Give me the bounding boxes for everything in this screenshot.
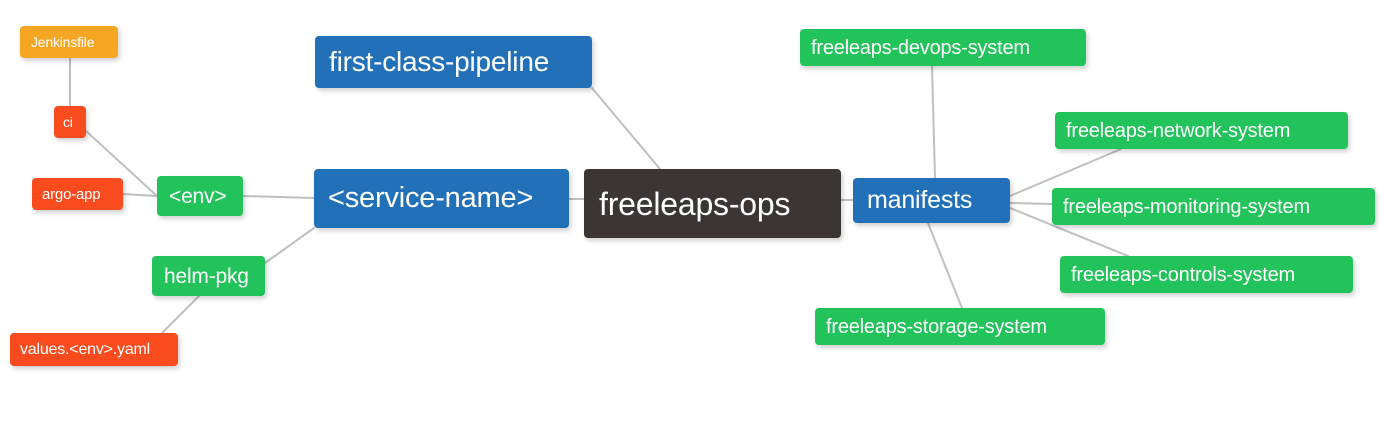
- node-freeleaps-devops-system[interactable]: freeleaps-devops-system: [800, 29, 1086, 66]
- edge-manifests-to-freeleaps-devops-system: [931, 65, 936, 179]
- node-label: <service-name>: [328, 182, 534, 214]
- node-freeleaps-controls-system[interactable]: freeleaps-controls-system: [1060, 256, 1353, 293]
- node-manifests[interactable]: manifests: [853, 178, 1010, 223]
- node-service-name[interactable]: <service-name>: [314, 169, 569, 228]
- node-argo-app[interactable]: argo-app: [32, 178, 123, 210]
- edge-manifests-to-freeleaps-storage-system: [927, 222, 963, 309]
- node-label: manifests: [867, 186, 973, 214]
- node-freeleaps-monitoring-system[interactable]: freeleaps-monitoring-system: [1052, 188, 1375, 225]
- edge-argo-app-to-env: [122, 193, 158, 197]
- node-env[interactable]: <env>: [157, 176, 243, 216]
- node-label: first-class-pipeline: [329, 46, 550, 77]
- edge-first-class-pipeline-to-freeleaps-ops: [591, 87, 661, 170]
- node-freeleaps-storage-system[interactable]: freeleaps-storage-system: [815, 308, 1105, 345]
- node-label: freeleaps-ops: [599, 185, 791, 222]
- node-values-yaml[interactable]: values.<env>.yaml: [10, 333, 178, 366]
- node-label: helm-pkg: [164, 264, 249, 288]
- edge-env-to-service-name: [242, 195, 315, 199]
- node-helm-pkg[interactable]: helm-pkg: [152, 256, 265, 296]
- node-label: freeleaps-controls-system: [1071, 263, 1295, 286]
- node-label: freeleaps-devops-system: [811, 36, 1030, 59]
- node-freeleaps-ops[interactable]: freeleaps-ops: [584, 169, 841, 238]
- node-label: freeleaps-network-system: [1066, 119, 1291, 142]
- node-label: argo-app: [42, 185, 101, 203]
- edge-service-name-to-helm-pkg: [264, 227, 315, 264]
- node-first-class-pipeline[interactable]: first-class-pipeline: [315, 36, 592, 88]
- node-jenkinsfile[interactable]: Jenkinsfile: [20, 26, 118, 58]
- node-freeleaps-network-system[interactable]: freeleaps-network-system: [1055, 112, 1348, 149]
- edge-helm-pkg-to-values-yaml: [161, 295, 200, 334]
- node-label: Jenkinsfile: [31, 34, 95, 50]
- node-ci[interactable]: ci: [54, 106, 86, 138]
- node-label: values.<env>.yaml: [20, 340, 151, 358]
- node-label: <env>: [169, 184, 227, 208]
- node-label: freeleaps-storage-system: [826, 315, 1047, 338]
- node-label: ci: [63, 114, 73, 130]
- node-label: freeleaps-monitoring-system: [1063, 195, 1310, 218]
- edge-manifests-to-freeleaps-monitoring-system: [1009, 202, 1053, 205]
